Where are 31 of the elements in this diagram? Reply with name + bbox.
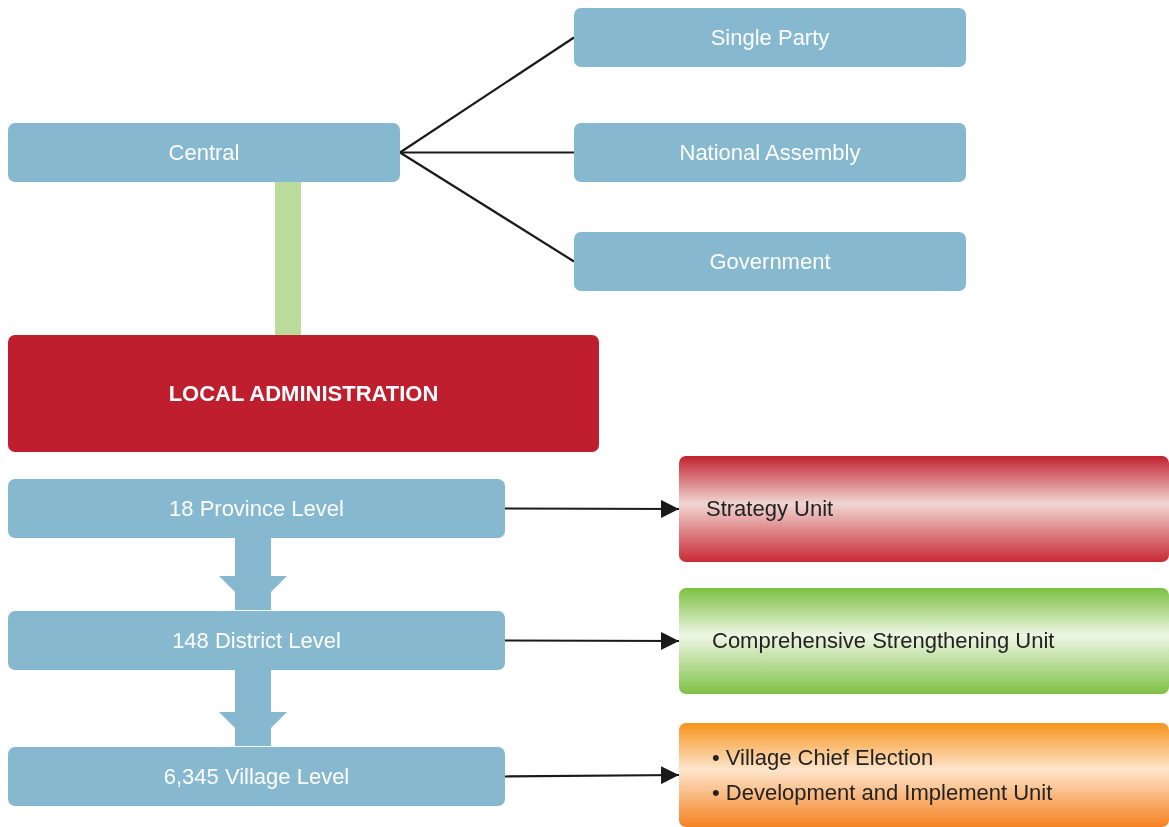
node-label: LOCAL ADMINISTRATION bbox=[168, 379, 439, 408]
level-box bbox=[574, 8, 966, 67]
level-box bbox=[574, 123, 966, 182]
node-label: Government bbox=[709, 247, 831, 276]
node-label: Strategy Unit bbox=[706, 495, 834, 523]
node-label: Single Party bbox=[710, 23, 830, 52]
node-label: Central bbox=[168, 138, 240, 167]
arrow bbox=[505, 499, 679, 518]
connector-bar bbox=[275, 182, 301, 335]
heading-box bbox=[8, 335, 599, 452]
node-label: National Assembly bbox=[679, 138, 861, 167]
list-item: • Village Chief Election bbox=[712, 744, 935, 772]
unit-box bbox=[679, 456, 1169, 562]
connector-line bbox=[399, 151, 575, 263]
unit-box bbox=[679, 723, 1169, 827]
node-label: 6,345 Village Level bbox=[163, 762, 350, 791]
level-box bbox=[574, 232, 966, 291]
level-box bbox=[8, 747, 505, 806]
level-box bbox=[8, 479, 505, 538]
level-box bbox=[8, 123, 400, 182]
node-label: Comprehensive Strengthening Unit bbox=[712, 627, 1055, 655]
block-arrow bbox=[219, 538, 287, 610]
arrow bbox=[505, 631, 679, 650]
connector-line bbox=[399, 36, 575, 154]
node-label: 148 District Level bbox=[172, 626, 341, 655]
connector-line bbox=[400, 151, 574, 154]
list-item: • Development and Implement Unit bbox=[712, 779, 1053, 807]
node-label: 18 Province Level bbox=[169, 494, 344, 523]
arrow bbox=[505, 766, 679, 785]
level-box bbox=[8, 611, 505, 670]
unit-box bbox=[679, 588, 1169, 694]
